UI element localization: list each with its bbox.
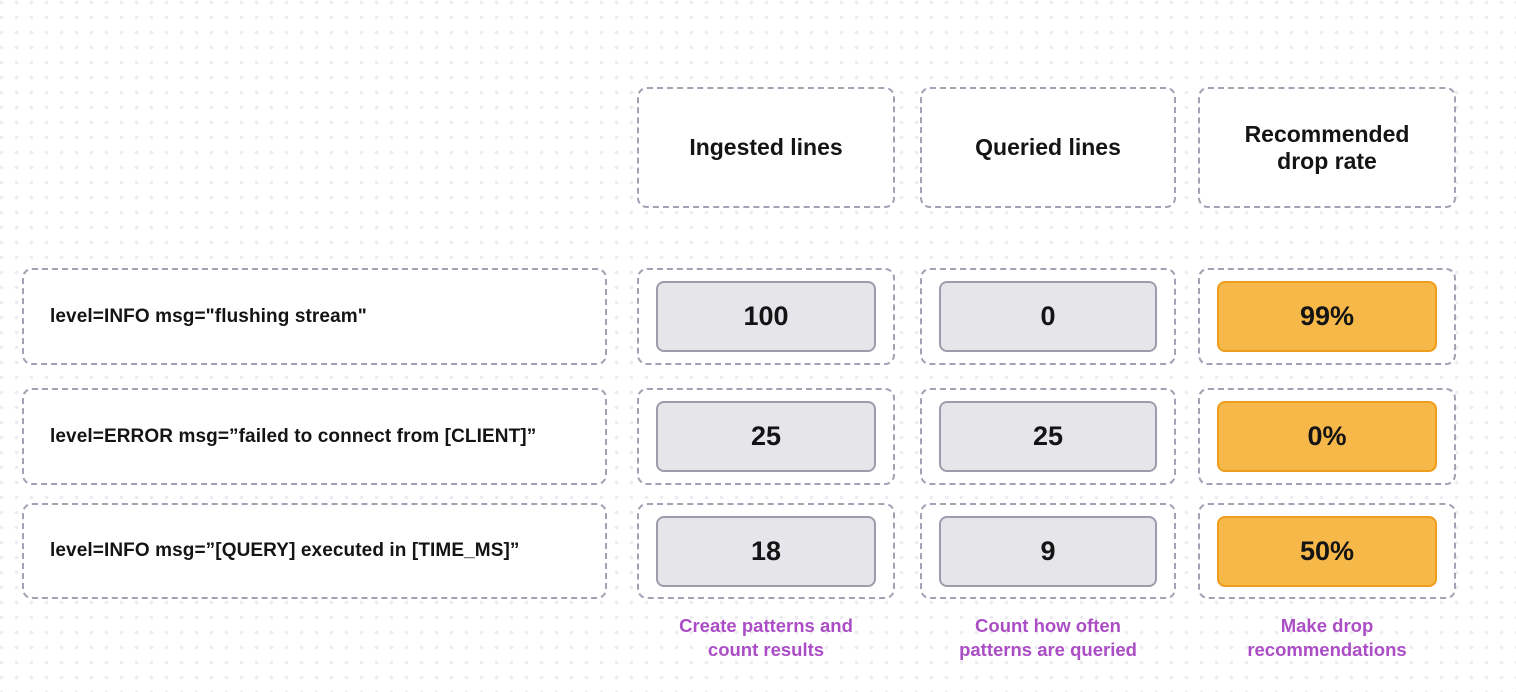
queried-lines-cell: 0 bbox=[920, 268, 1176, 365]
value-chip: 0 bbox=[939, 281, 1157, 352]
column-header-label: Queried lines bbox=[975, 134, 1121, 161]
caption-make-recommendations: Make drop recommendations bbox=[1247, 615, 1407, 661]
column-header-label: Ingested lines bbox=[689, 134, 843, 161]
column-header-label: Recommended drop rate bbox=[1244, 121, 1410, 174]
log-pattern-text: level=INFO msg="flushing stream" bbox=[50, 305, 367, 327]
drop-rate-cell: 50% bbox=[1198, 503, 1456, 599]
column-header-queried-lines: Queried lines bbox=[920, 87, 1176, 208]
caption-count-queries: Count how often patterns are queried bbox=[959, 615, 1137, 661]
drop-rate-chip: 99% bbox=[1217, 281, 1437, 352]
ingested-lines-cell: 25 bbox=[637, 388, 895, 485]
log-pattern-text: level=INFO msg=”[QUERY] executed in [TIM… bbox=[50, 540, 520, 561]
value-chip: 18 bbox=[656, 515, 876, 587]
column-header-ingested-lines: Ingested lines bbox=[637, 87, 895, 208]
value-chip: 100 bbox=[656, 281, 876, 352]
value-chip: 25 bbox=[939, 401, 1157, 472]
log-pattern-row: level=INFO msg=”[QUERY] executed in [TIM… bbox=[22, 503, 607, 599]
queried-lines-cell: 25 bbox=[920, 388, 1176, 485]
caption-create-patterns: Create patterns and count results bbox=[679, 615, 853, 661]
log-pattern-row: level=ERROR msg=”failed to connect from … bbox=[22, 388, 607, 485]
drop-rate-cell: 99% bbox=[1198, 268, 1456, 365]
value-chip: 9 bbox=[939, 515, 1157, 587]
drop-rate-chip: 50% bbox=[1217, 515, 1437, 587]
column-header-recommended-drop-rate: Recommended drop rate bbox=[1198, 87, 1456, 208]
queried-lines-cell: 9 bbox=[920, 503, 1176, 599]
log-pattern-row: level=INFO msg="flushing stream" bbox=[22, 268, 607, 365]
value-chip: 25 bbox=[656, 401, 876, 472]
drop-rate-cell: 0% bbox=[1198, 388, 1456, 485]
ingested-lines-cell: 100 bbox=[637, 268, 895, 365]
drop-rate-chip: 0% bbox=[1217, 401, 1437, 472]
log-pattern-text: level=ERROR msg=”failed to connect from … bbox=[50, 425, 537, 447]
ingested-lines-cell: 18 bbox=[637, 503, 895, 599]
